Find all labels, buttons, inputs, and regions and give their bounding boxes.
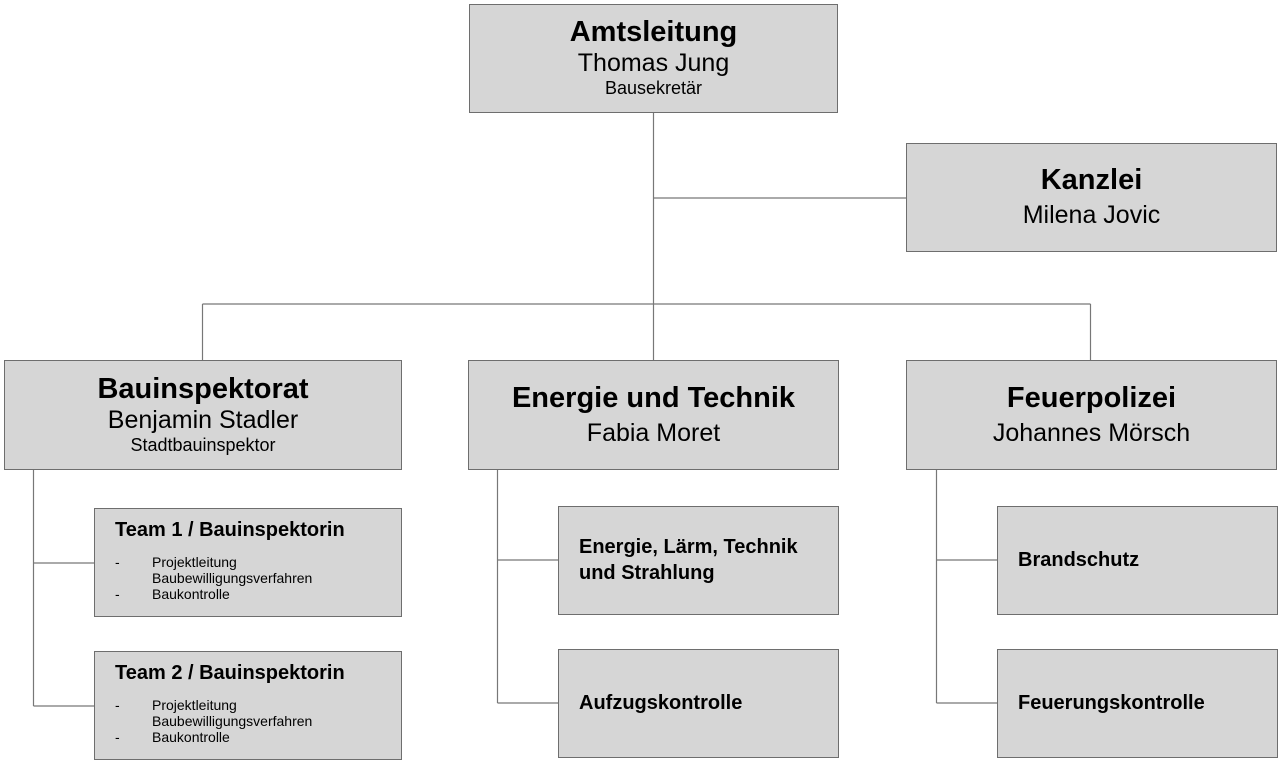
team2-task-item: Baukontrolle <box>115 729 312 745</box>
team1-task-label: Baukontrolle <box>152 585 230 602</box>
kanzlei-box: Kanzlei Milena Jovic <box>906 143 1277 252</box>
kanzlei-name: Milena Jovic <box>1022 201 1161 230</box>
team2-task-list: Projektleitung Baubewilligungsverfahren … <box>115 697 312 745</box>
elts-box: Energie, Lärm, Technik und Strahlung <box>558 506 839 615</box>
brandschutz-box: Brandschutz <box>997 506 1278 615</box>
team1-task-label: Projektleitung Baubewilligungsverfahren <box>152 553 313 586</box>
bauinspektorat-role: Stadtbauinspektor <box>130 434 276 455</box>
team2-task-label: Projektleitung Baubewilligungsverfahren <box>152 696 313 729</box>
feuerpolizei-title: Feuerpolizei <box>1006 381 1177 414</box>
bauinspektorat-name: Benjamin Stadler <box>107 405 299 434</box>
energie-technik-name: Fabia Moret <box>586 418 721 447</box>
team1-task-list: Projektleitung Baubewilligungsverfahren … <box>115 554 312 602</box>
bauinspektorat-title: Bauinspektorat <box>97 372 309 405</box>
team2-box: Team 2 / Bauinspektorin Projektleitung B… <box>94 651 402 760</box>
amtsleitung-name: Thomas Jung <box>577 49 730 78</box>
amtsleitung-box: Amtsleitung Thomas Jung Bausekretär <box>469 4 838 113</box>
energie-technik-box: Energie und Technik Fabia Moret <box>468 360 839 470</box>
feuerungskontrolle-box: Feuerungskontrolle <box>997 649 1278 758</box>
aufzugskontrolle-box: Aufzugskontrolle <box>558 649 839 758</box>
bauinspektorat-box: Bauinspektorat Benjamin Stadler Stadtbau… <box>4 360 402 470</box>
kanzlei-title: Kanzlei <box>1040 164 1143 197</box>
feuerpolizei-box: Feuerpolizei Johannes Mörsch <box>906 360 1277 470</box>
energie-technik-title: Energie und Technik <box>511 381 796 414</box>
feuerpolizei-name: Johannes Mörsch <box>992 418 1191 447</box>
amtsleitung-role: Bausekretär <box>604 78 703 99</box>
team2-task-item: Projektleitung Baubewilligungsverfahren <box>115 697 312 729</box>
aufzugskontrolle-title: Aufzugskontrolle <box>579 691 743 714</box>
feuerungskontrolle-title: Feuerungskontrolle <box>1018 691 1205 714</box>
team1-task-item: Baukontrolle <box>115 586 312 602</box>
team2-title: Team 2 / Bauinspektorin <box>115 662 345 684</box>
team2-task-label: Baukontrolle <box>152 728 230 745</box>
team1-task-item: Projektleitung Baubewilligungsverfahren <box>115 554 312 586</box>
elts-title: Energie, Lärm, Technik und Strahlung <box>579 535 798 584</box>
team1-box: Team 1 / Bauinspektorin Projektleitung B… <box>94 508 402 617</box>
amtsleitung-title: Amtsleitung <box>569 16 738 49</box>
brandschutz-title: Brandschutz <box>1018 548 1140 571</box>
team1-title: Team 1 / Bauinspektorin <box>115 519 345 541</box>
